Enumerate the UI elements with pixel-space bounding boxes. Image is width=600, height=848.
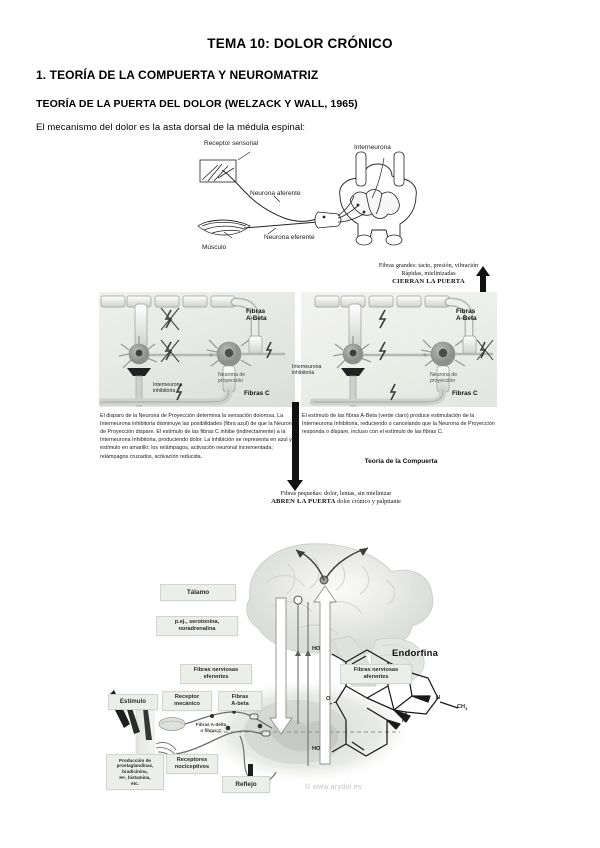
label-nociceptive-receptors: Receptores nociceptivos bbox=[166, 754, 218, 774]
close-gate-arrow-icon bbox=[475, 266, 490, 302]
label-interneurona-inhibitoria-right: Interneurona inhibitoria bbox=[292, 364, 322, 377]
gate-panel-right-illustration bbox=[309, 295, 494, 407]
chem-label-HO-top: HO bbox=[312, 646, 321, 652]
label-interneuron: Interneurona bbox=[354, 144, 391, 151]
label-fibras-abeta: Fibras A-beta bbox=[218, 691, 262, 711]
gate-panel-right bbox=[301, 292, 497, 407]
label-fibras-c-right: Fibras C bbox=[452, 390, 478, 397]
gate-bottom-note: Fibras pequeñas: dolor, lentas, sin miel… bbox=[191, 490, 481, 507]
gate-top-bold: CIERRAN LA PUERTA bbox=[392, 277, 465, 285]
label-reflex: Reflejo bbox=[222, 776, 270, 793]
gate-panel-left bbox=[99, 292, 295, 407]
reflex-arc-illustration bbox=[197, 151, 417, 246]
label-efferent-neuron: Neurona eferente bbox=[264, 234, 315, 241]
gate-caption-left: El disparo de la Neurona de Proyección d… bbox=[100, 413, 298, 460]
chem-label-HO-bottom: HO bbox=[312, 746, 321, 752]
gate-control-figure: Fibras grandes: tacto, presión, vibració… bbox=[96, 262, 506, 524]
label-neurona-proyeccion-left: Neurona de proyección bbox=[218, 372, 246, 385]
gate-bottom-tail: dolor crónico y palpitante bbox=[337, 498, 401, 506]
open-gate-arrow-icon bbox=[287, 402, 303, 491]
label-interneurona-inhibitoria-left: Interneurona inhibitoria bbox=[153, 382, 183, 395]
gate-bottom-line1: Fibras pequeñas: dolor, lentas, sin miel… bbox=[280, 490, 392, 497]
intro-paragraph: El mecanismo del dolor es la asta dorsal… bbox=[36, 122, 306, 133]
label-afferent-neuron: Neurona aferente bbox=[250, 190, 301, 197]
reflex-arc-figure: Receptor sensorial Neurona aferente Inte… bbox=[188, 138, 418, 263]
chem-label-H: H bbox=[402, 718, 407, 724]
section-heading: 1. TEORÍA DE LA COMPUERTA Y NEUROMATRIZ bbox=[36, 68, 319, 82]
label-neurona-proyeccion-right: Neurona de proyección bbox=[430, 372, 458, 385]
gate-top-line2: Rápidas, mielinizadas bbox=[401, 269, 456, 277]
gate-top-line1: Fibras grandes: tacto, presión, vibració… bbox=[378, 262, 479, 269]
chem-label-CH3: CH3 bbox=[457, 704, 468, 712]
label-fibras-abeta-right: Fibras A-Beta bbox=[456, 308, 477, 323]
pain-pathway-figure: HO HO O N H CH3 Tálamo p.ej., serotonina… bbox=[100, 536, 510, 826]
label-endorphin: Endorfina bbox=[392, 648, 439, 659]
page-title: TEMA 10: DOLOR CRÓNICO bbox=[207, 36, 393, 51]
gate-top-note: Fibras grandes: tacto, presión, vibració… bbox=[351, 262, 506, 286]
label-fibras-c-left: Fibras C bbox=[244, 390, 270, 397]
label-stimulus: Estímulo bbox=[108, 694, 158, 710]
watermark: © www.arydol.es bbox=[305, 784, 362, 791]
chem-label-O: O bbox=[326, 696, 331, 702]
gate-theory-title: Teoría de la Compuerta bbox=[364, 458, 438, 465]
label-neurotransmitters: p.ej., serotonina, noradrenalina bbox=[156, 616, 238, 636]
label-sensory-receptor: Receptor sensorial bbox=[204, 140, 259, 147]
sub-heading: TEORÍA DE LA PUERTA DEL DOLOR (WELZACK Y… bbox=[36, 98, 358, 110]
gate-bottom-bold: ABREN LA PUERTA bbox=[271, 498, 336, 506]
label-afferent-fibers: Fibras nerviosas aferentes bbox=[340, 664, 412, 684]
chem-label-N: N bbox=[436, 695, 441, 701]
gate-caption-right: El estímulo de las fibras A-Beta (verde … bbox=[302, 413, 495, 436]
gate-panel-left-illustration bbox=[99, 295, 285, 407]
label-muscle: Músculo bbox=[202, 244, 227, 251]
label-mechanical-receptor: Receptor mecánico bbox=[162, 691, 212, 711]
label-fibras-adelta-c: Fibras A-delta o fibras C bbox=[195, 722, 227, 733]
label-fibras-abeta-left: Fibras A-Beta bbox=[246, 308, 267, 323]
label-prostaglandins: Producción de prostaglandinas, bradicini… bbox=[106, 754, 164, 790]
label-thalamus: Tálamo bbox=[160, 584, 236, 601]
label-efferent-fibers: Fibras nerviosas eferentes bbox=[180, 664, 252, 684]
